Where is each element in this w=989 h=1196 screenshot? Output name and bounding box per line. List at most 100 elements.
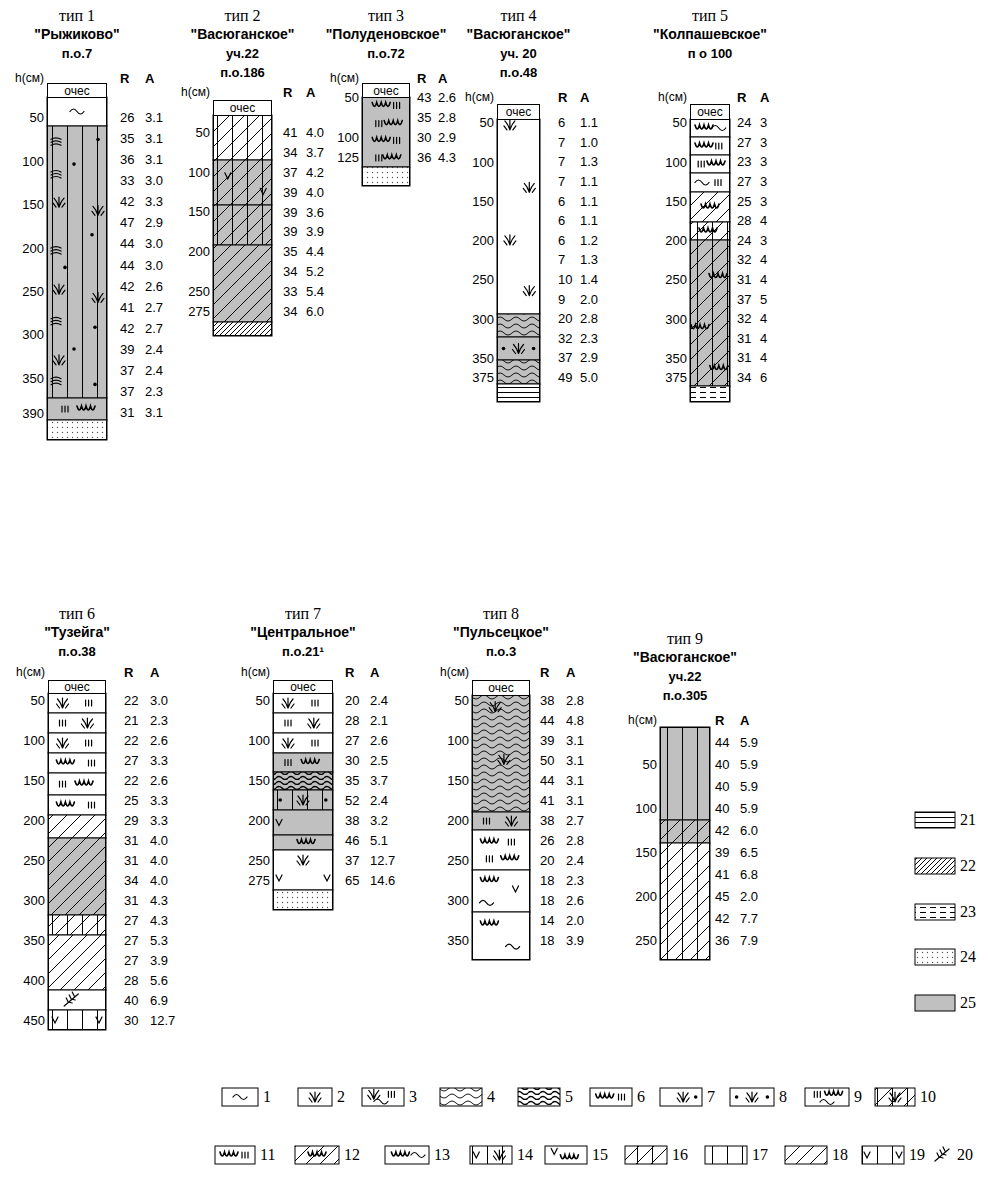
layer-fill bbox=[690, 222, 730, 240]
peat-symbol bbox=[484, 818, 490, 824]
a-value: 1.4 bbox=[580, 271, 598, 286]
a-value: 4 bbox=[760, 350, 767, 365]
strat-layers bbox=[213, 115, 272, 336]
layer-outline bbox=[625, 1146, 667, 1164]
r-value: 40 bbox=[124, 993, 138, 1008]
depth-header: h(см) bbox=[15, 71, 44, 86]
layer-fill bbox=[690, 386, 730, 402]
layer-outline bbox=[47, 398, 107, 420]
depth-mark: 300 bbox=[472, 311, 494, 326]
column-heading: тип 7"Центральное"п.о.21¹ bbox=[250, 604, 355, 661]
r-value: 44 bbox=[540, 773, 554, 788]
legend-number: 24 bbox=[960, 948, 976, 966]
dot-symbol bbox=[694, 1095, 698, 1099]
r-value: 7 bbox=[558, 154, 565, 169]
type-title: тип 6 bbox=[44, 604, 110, 623]
a-value: 3.1 bbox=[566, 793, 584, 808]
peat-symbol bbox=[814, 1091, 820, 1097]
layer-hatch bbox=[48, 1010, 106, 1030]
layer-fill bbox=[690, 137, 730, 155]
layer-hatch bbox=[660, 820, 710, 843]
a-value: 4 bbox=[760, 271, 767, 286]
r-value: 24 bbox=[737, 115, 751, 130]
a-value: 2.8 bbox=[580, 311, 598, 326]
layer-fill bbox=[213, 160, 272, 205]
a-value: 6 bbox=[760, 370, 767, 385]
peat-symbol bbox=[504, 235, 516, 245]
layer-hatch bbox=[213, 160, 272, 205]
r-value: 39 bbox=[540, 733, 554, 748]
layer-hatch bbox=[915, 812, 955, 828]
a-value: 1.3 bbox=[580, 154, 598, 169]
layer-outline bbox=[690, 155, 730, 173]
column-heading: тип 3"Полуденовское"п.о.72 bbox=[326, 6, 447, 63]
r-value: 35 bbox=[417, 110, 431, 125]
oches-label: очес bbox=[290, 681, 315, 693]
oches-label: очес bbox=[697, 106, 722, 118]
peat-symbol bbox=[376, 121, 382, 127]
layer-hatch bbox=[915, 904, 955, 920]
peat-symbol bbox=[480, 921, 498, 925]
peat-symbol bbox=[501, 856, 519, 860]
legend-swatch bbox=[518, 1088, 560, 1106]
legend-samples bbox=[215, 812, 955, 1164]
depth-mark: 100 bbox=[447, 733, 469, 748]
legend-number: 17 bbox=[752, 1146, 768, 1164]
r-header: R bbox=[345, 665, 354, 680]
r-value: 28 bbox=[124, 973, 138, 988]
r-value: 44 bbox=[715, 735, 729, 750]
legend-number: 12 bbox=[344, 1146, 360, 1164]
peat-symbol bbox=[309, 1092, 321, 1102]
a-value: 3 bbox=[760, 193, 767, 208]
peat-symbol bbox=[896, 1152, 902, 1158]
a-value: 12.7 bbox=[370, 853, 395, 868]
layer-outline bbox=[47, 126, 107, 398]
peat-symbol bbox=[53, 355, 65, 365]
site-label: п.о.21¹ bbox=[250, 642, 355, 661]
layer-outline bbox=[660, 820, 710, 843]
legend-number: 1 bbox=[263, 1088, 271, 1106]
r-value: 28 bbox=[737, 213, 751, 228]
peat-symbol bbox=[391, 1152, 409, 1156]
r-value: 42 bbox=[715, 823, 729, 838]
layer-outline bbox=[472, 830, 530, 870]
peat-symbol bbox=[368, 1089, 380, 1099]
peat-symbol bbox=[384, 121, 402, 125]
peat-symbol bbox=[297, 855, 309, 865]
r-value: 41 bbox=[540, 793, 554, 808]
r-value: 32 bbox=[558, 330, 572, 345]
a-value: 4.0 bbox=[306, 184, 324, 199]
peat-symbol bbox=[324, 875, 330, 881]
legend-number: 3 bbox=[409, 1088, 417, 1106]
depth-mark: 150 bbox=[22, 197, 44, 212]
legend-swatch bbox=[545, 1146, 587, 1164]
layer-outline bbox=[273, 835, 333, 850]
type-title: тип 1 bbox=[34, 6, 119, 25]
r-value: 7 bbox=[558, 252, 565, 267]
depth-mark: 50 bbox=[673, 115, 687, 130]
layer-fill bbox=[213, 245, 272, 322]
r-value: 39 bbox=[283, 204, 297, 219]
a-value: 2.0 bbox=[566, 913, 584, 928]
layer-fill bbox=[48, 733, 106, 753]
layer-outline bbox=[48, 733, 106, 753]
layer-outline bbox=[705, 1146, 747, 1164]
layer-hatch bbox=[690, 240, 730, 386]
layer-hatch bbox=[47, 126, 107, 398]
r-value: 22 bbox=[124, 733, 138, 748]
r-value: 35 bbox=[120, 131, 134, 146]
legend-number: 10 bbox=[920, 1088, 936, 1106]
depth-mark: 50 bbox=[30, 110, 44, 125]
depth-mark: 350 bbox=[22, 370, 44, 385]
peat-symbol bbox=[260, 189, 266, 195]
oches-box: очес bbox=[498, 105, 539, 120]
peat-symbol bbox=[712, 126, 726, 131]
layer-fill bbox=[48, 795, 106, 815]
layer-fill bbox=[273, 693, 333, 713]
a-value: 3 bbox=[760, 232, 767, 247]
depth-header: h(см) bbox=[440, 665, 469, 680]
layer-fill bbox=[472, 912, 530, 960]
r-value: 9 bbox=[558, 291, 565, 306]
layer-outline bbox=[48, 838, 106, 915]
